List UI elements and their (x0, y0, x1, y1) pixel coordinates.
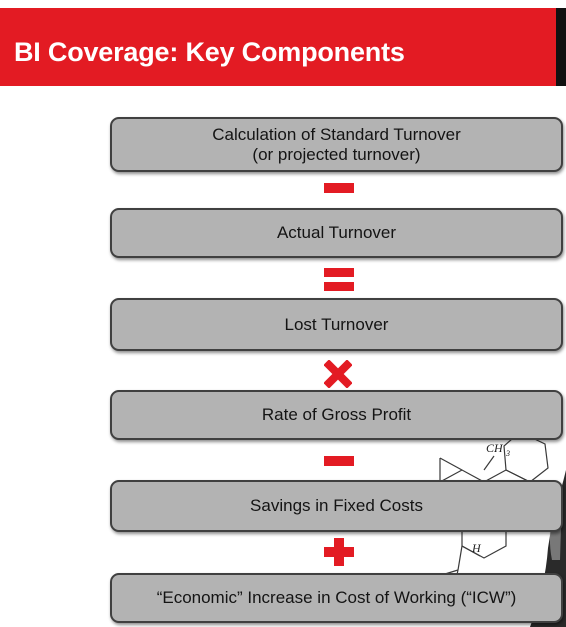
h-label: H (471, 541, 482, 555)
ch3-subscript: 3 (505, 449, 510, 458)
component-box-icw: “Economic” Increase in Cost of Working (… (110, 573, 563, 623)
plus-icon (324, 538, 354, 566)
slide-title: BI Coverage: Key Components (14, 37, 405, 67)
ch3-label: CH (486, 441, 504, 455)
component-label: “Economic” Increase in Cost of Working (… (156, 588, 517, 607)
title-banner (0, 8, 556, 86)
component-label: Rate of Gross Profit (261, 405, 412, 424)
component-label: Savings in Fixed Costs (250, 496, 423, 515)
component-label: Lost Turnover (284, 314, 389, 334)
multiply-icon (324, 360, 352, 388)
component-box-gross-profit-rate: Rate of Gross Profit (110, 390, 563, 440)
equals-icon (324, 268, 354, 292)
minus-icon (324, 183, 354, 193)
component-sublabel: (or projected turnover) (252, 144, 421, 164)
component-label: Calculation of Standard Turnover (212, 124, 461, 144)
banner-edge (556, 8, 566, 86)
component-box-lost-turnover: Lost Turnover (110, 298, 563, 351)
component-box-standard-turnover: Calculation of Standard Turnover (or pro… (110, 117, 563, 172)
component-label: Actual Turnover (276, 223, 397, 242)
component-box-actual-turnover: Actual Turnover (110, 208, 563, 258)
component-box-fixed-cost-savings: Savings in Fixed Costs (110, 480, 563, 532)
minus-icon (324, 456, 354, 466)
